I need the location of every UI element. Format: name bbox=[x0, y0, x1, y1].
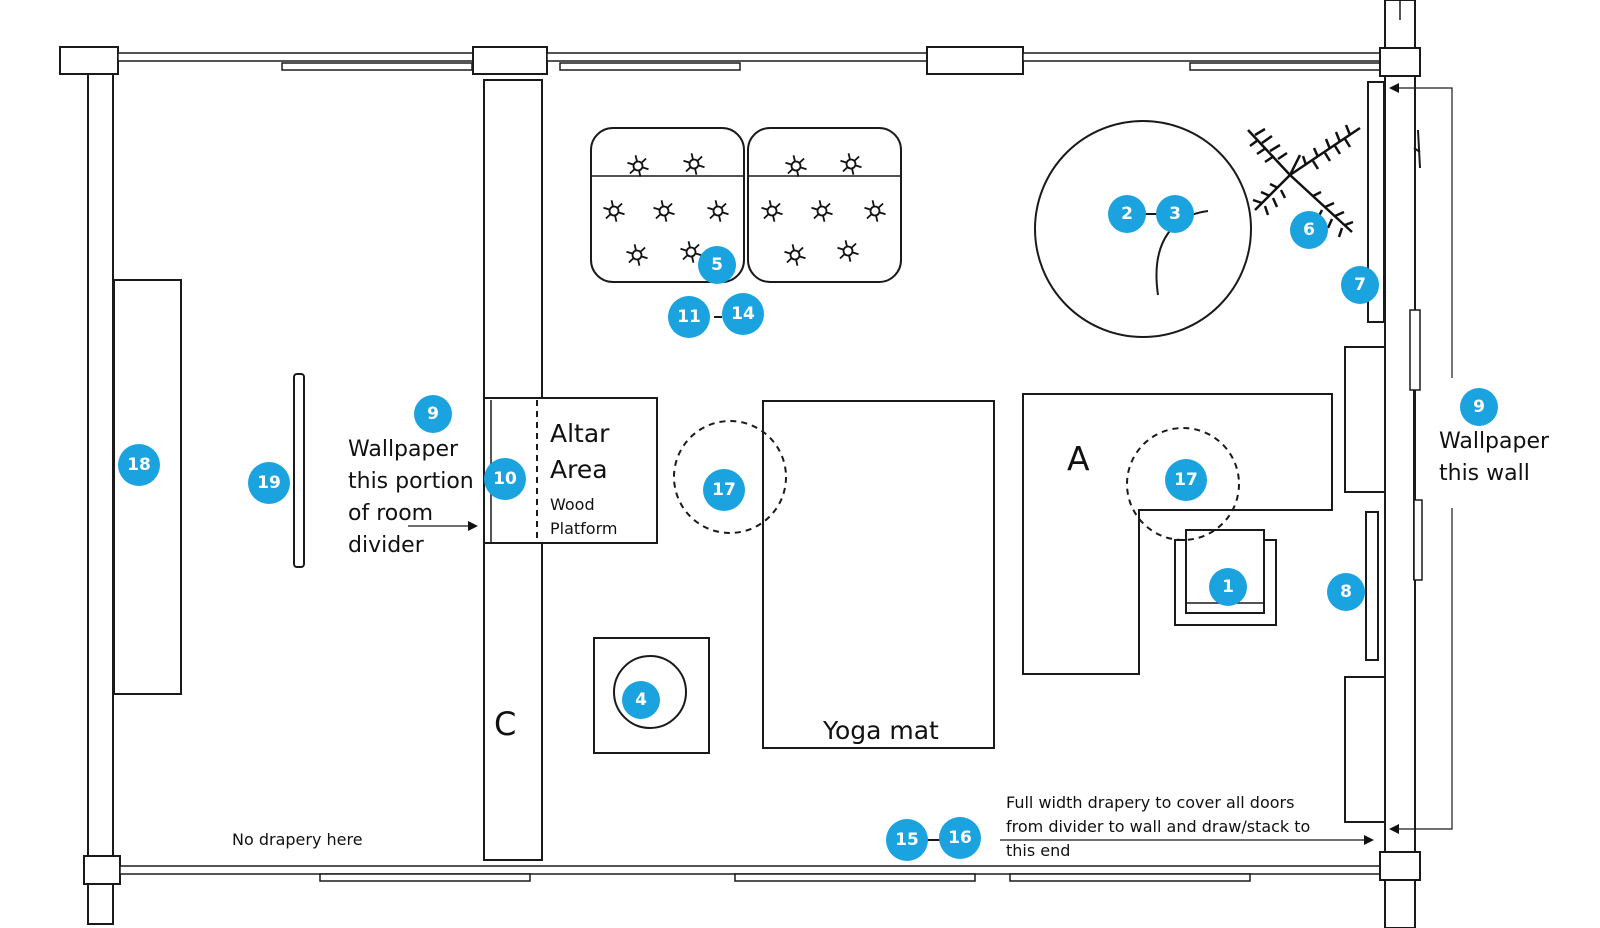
yoga-mat bbox=[762, 400, 995, 749]
badge-2: 2 bbox=[1108, 195, 1146, 233]
svg-text:6: 6 bbox=[1303, 220, 1315, 240]
badge-15: 15 bbox=[886, 819, 928, 861]
svg-text:3: 3 bbox=[1169, 204, 1181, 224]
flower-icon bbox=[837, 240, 859, 262]
badge-19: 19 bbox=[248, 462, 290, 504]
badge-6: 6 bbox=[1290, 211, 1328, 249]
svg-text:18: 18 bbox=[127, 455, 151, 475]
right-door-panel bbox=[1367, 81, 1385, 323]
right-shelf bbox=[1365, 511, 1379, 661]
altar-label-2: Area bbox=[550, 455, 608, 484]
badge-18: 18 bbox=[118, 444, 160, 486]
svg-text:17: 17 bbox=[1174, 470, 1198, 490]
badge-5: 5 bbox=[698, 246, 736, 284]
svg-text:16: 16 bbox=[948, 828, 972, 848]
drapery-note-2: from divider to wall and draw/stack to bbox=[1006, 817, 1310, 836]
l-shaped-desk bbox=[1022, 393, 1333, 675]
svg-text:7: 7 bbox=[1354, 275, 1366, 295]
badge-8: 8 bbox=[1327, 573, 1365, 611]
right-cabinet-upper bbox=[1344, 346, 1386, 493]
badge-9-left: 9 bbox=[414, 395, 452, 433]
svg-text:17: 17 bbox=[712, 480, 736, 500]
altar-label-1: Altar bbox=[550, 419, 610, 448]
svg-text:15: 15 bbox=[895, 830, 919, 850]
badge-7: 7 bbox=[1341, 266, 1379, 304]
svg-text:10: 10 bbox=[493, 469, 517, 489]
drapery-note-3: this end bbox=[1006, 841, 1070, 860]
round-table bbox=[1034, 120, 1252, 338]
badge-17-left: 17 bbox=[703, 469, 745, 511]
flower-icon bbox=[811, 200, 833, 222]
flower-icon bbox=[840, 153, 862, 175]
badge-17-right: 17 bbox=[1165, 459, 1207, 501]
right-wall-bracket bbox=[1389, 83, 1453, 834]
svg-text:14: 14 bbox=[731, 304, 755, 324]
wallpaper-wall-note-2: this wall bbox=[1439, 461, 1530, 486]
svg-text:19: 19 bbox=[257, 473, 281, 493]
badge-9-right: 9 bbox=[1460, 388, 1498, 426]
bottom-wall bbox=[83, 855, 1386, 885]
svg-text:4: 4 bbox=[635, 690, 647, 710]
wood-platform-label-2: Platform bbox=[550, 519, 617, 538]
side-table bbox=[593, 637, 710, 754]
flower-icon bbox=[761, 200, 783, 222]
badge-16: 16 bbox=[939, 817, 981, 859]
drapery-note-1: Full width drapery to cover all doors bbox=[1006, 793, 1294, 812]
flower-icon bbox=[707, 200, 729, 222]
wood-platform-label-1: Wood bbox=[550, 495, 595, 514]
svg-text:8: 8 bbox=[1340, 582, 1352, 602]
flower-icon bbox=[653, 200, 675, 222]
wallpaper-divider-note-1: Wallpaper bbox=[348, 437, 459, 462]
flower-icon bbox=[864, 200, 886, 222]
svg-text:9: 9 bbox=[1473, 397, 1485, 417]
badge-4: 4 bbox=[622, 681, 660, 719]
flower-icon bbox=[785, 155, 807, 177]
object-18-cabinet bbox=[113, 279, 182, 695]
drapery-arrow bbox=[1000, 835, 1374, 845]
wallpaper-divider-note-4: divider bbox=[348, 533, 425, 558]
label-a: A bbox=[1067, 439, 1090, 478]
dashed-circle-right bbox=[1126, 427, 1240, 541]
flower-icon bbox=[626, 244, 648, 266]
svg-text:9: 9 bbox=[427, 404, 439, 424]
svg-text:2: 2 bbox=[1121, 204, 1133, 224]
arrow-to-divider bbox=[408, 521, 478, 531]
right-wall bbox=[1379, 0, 1423, 928]
svg-text:1: 1 bbox=[1222, 577, 1234, 597]
flower-icons bbox=[603, 153, 886, 266]
planter-boxes bbox=[590, 127, 902, 283]
object-19-panel bbox=[293, 373, 305, 568]
wallpaper-divider-note-2: this portion bbox=[348, 469, 474, 494]
no-drapery-note: No drapery here bbox=[232, 830, 363, 849]
yoga-mat-label: Yoga mat bbox=[822, 716, 939, 745]
badge-10: 10 bbox=[484, 458, 526, 500]
badge-1: 1 bbox=[1209, 568, 1247, 606]
flower-icon bbox=[680, 241, 702, 263]
dashed-circle-left bbox=[673, 420, 787, 534]
wallpaper-wall-note-1: Wallpaper bbox=[1439, 429, 1550, 454]
svg-text:11: 11 bbox=[677, 307, 701, 327]
svg-text:5: 5 bbox=[711, 255, 723, 275]
badge-3: 3 bbox=[1156, 195, 1194, 233]
flower-icon bbox=[683, 153, 705, 175]
wallpaper-divider-note-3: of room bbox=[348, 501, 433, 526]
badge-14: 14 bbox=[722, 293, 764, 335]
left-wall bbox=[87, 73, 114, 925]
flower-icon bbox=[784, 244, 806, 266]
label-c: C bbox=[494, 705, 516, 743]
badge-11: 11 bbox=[668, 296, 710, 338]
top-wall bbox=[59, 46, 1386, 75]
flower-icon bbox=[627, 155, 649, 177]
right-cabinet-lower bbox=[1344, 676, 1386, 823]
palm-plant-icon bbox=[1247, 124, 1361, 238]
plant-stem-right bbox=[1413, 129, 1421, 169]
flower-icon bbox=[603, 200, 625, 222]
